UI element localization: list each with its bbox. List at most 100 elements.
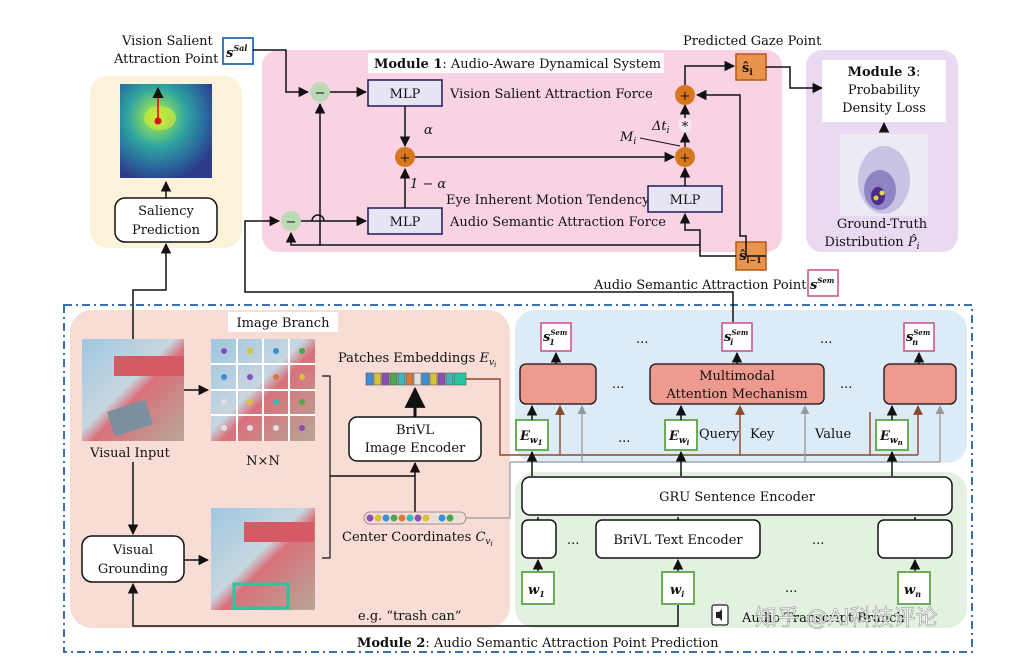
arrow-patches-to-key [466, 378, 871, 456]
arrow-prev-to-motion [679, 212, 736, 257]
mult-op-symbol: * [682, 120, 689, 135]
svg-text:wi: wi [670, 583, 684, 599]
text-encoder-block-n [877, 519, 953, 559]
txt-ellipsis-2: ... [812, 533, 824, 548]
patches-embeddings-strip [365, 372, 467, 386]
alpha-label: α [424, 123, 433, 138]
s-hat-i-box [735, 53, 767, 81]
gru-encoder-label: GRU Sentence Encoder [659, 490, 816, 505]
visual-input-sign [106, 399, 154, 437]
audio-semantic-point-label: Audio Semantic Attraction Point [593, 278, 807, 293]
visual-grounding-box [81, 535, 185, 583]
s-sem-legend-symbol: sSem [810, 276, 834, 293]
saliency-map [120, 84, 212, 178]
line-prev-to-minus2 [285, 231, 320, 246]
arrow-centers-to-value [466, 462, 511, 519]
s-sal-symbol: sSal [226, 43, 247, 61]
multimodal-label-2: Attention Mechanism [665, 387, 807, 402]
arrow-attn-to-module1 [244, 215, 734, 322]
nxn-label: N×N [246, 454, 280, 469]
mlp-audio-box [367, 207, 443, 235]
s-sem-legend-box [807, 269, 839, 297]
module2-dashed-frame [63, 304, 973, 653]
arrow-shat-to-module3 [766, 66, 824, 94]
e-wn-box: Ewn [875, 419, 909, 451]
plus-op-top [675, 85, 695, 105]
s-hat-prev-symbol: ŝi−1 [739, 249, 762, 265]
gt-label-1: Ground-Truth [837, 217, 928, 232]
m-i-label: Mi [619, 130, 636, 147]
key-label: Key [750, 427, 775, 442]
txt-ellipsis-1: ... [567, 533, 579, 548]
arrow-audio-to-grounding [127, 582, 679, 627]
visual-grounding-label-2: Grounding [98, 562, 168, 577]
plus-op-weighted [395, 147, 415, 167]
center-coordinates-label: Center Coordinates Cvi [342, 530, 493, 548]
module3-title-bg [822, 60, 946, 122]
vision-salient-label-1: Vision Salient [121, 34, 214, 49]
e-w1-box: Ew1 [515, 419, 549, 451]
one-minus-alpha-label: 1 − α [410, 177, 446, 192]
attn-ellipsis-1: ... [612, 377, 624, 392]
attention-block-1 [519, 363, 597, 405]
vision-salient-label-2: Attraction Point [113, 52, 219, 67]
saliency-prediction-label-2: Prediction [132, 223, 201, 238]
attention-block-n [883, 363, 957, 405]
minus-op-top [310, 82, 330, 102]
example-label: e.g. “trash can” [358, 609, 461, 624]
module3-line-1: Probability [848, 83, 921, 98]
mlp-vision-box [367, 79, 443, 107]
brivl-image-encoder-label-2: Image Encoder [365, 441, 466, 456]
audio-force-label: Audio Semantic Attraction Force [449, 215, 666, 230]
word-ellipsis: ... [785, 581, 797, 596]
saliency-prediction-box [114, 197, 218, 243]
patch-grid-lines [211, 339, 315, 441]
module3-line-2: Density Loss [842, 101, 926, 116]
svg-text:Ewn: Ewn [879, 429, 903, 447]
module3-title: Module 3: [848, 65, 921, 80]
arrow-ssal-to-minus1 [253, 49, 310, 98]
mult-op [678, 118, 692, 132]
gt-point-1 [873, 195, 879, 201]
motion-tendency-label: Eye Inherent Motion Tendency [446, 193, 650, 208]
saliency-prediction-label-1: Saliency [138, 204, 194, 219]
center-coordinates-strip [366, 514, 462, 522]
vision-force-label: Vision Salient Attraction Force [449, 87, 653, 102]
arrow-prev-to-plus-top [695, 89, 766, 257]
predicted-gaze-label: Predicted Gaze Point [683, 34, 822, 49]
arrow-plus-to-shat [684, 60, 736, 85]
visual-grounding-label-1: Visual [112, 543, 153, 558]
mlp-motion-label: MLP [670, 193, 701, 208]
grounding-bounding-box [232, 582, 290, 610]
word-token-n: wn [897, 571, 931, 605]
patches-embeddings-label: Patches Embeddings Evi [338, 351, 496, 369]
svg-text:w1: w1 [528, 583, 545, 599]
svg-text:Ewi: Ewi [668, 429, 690, 447]
mlp-motion-box [647, 185, 723, 213]
query-label: Query [699, 427, 740, 442]
image-branch-title-bg [228, 312, 338, 332]
speaker-icon [711, 604, 729, 626]
delta-t-label: Δti [651, 119, 670, 136]
attention-block-i [649, 363, 825, 405]
word-token-i: wi [661, 571, 695, 605]
image-branch-title: Image Branch [237, 316, 331, 331]
module1-title-bg [368, 53, 664, 73]
plus-op-weighted-symbol: + [400, 151, 411, 166]
brivl-image-encoder-label-1: BriVL [396, 423, 434, 438]
visual-input-label: Visual Input [89, 446, 171, 461]
patch-center-dots [221, 348, 305, 431]
multimodal-label-1: Multimodal [699, 369, 775, 384]
arrow-input-to-saliency [132, 242, 172, 340]
gt-label-2: Distribution P̂i [825, 234, 920, 252]
visual-input-awning [114, 356, 184, 376]
plus-op-sum-symbol: + [680, 151, 691, 166]
svg-text:wn: wn [904, 583, 921, 599]
